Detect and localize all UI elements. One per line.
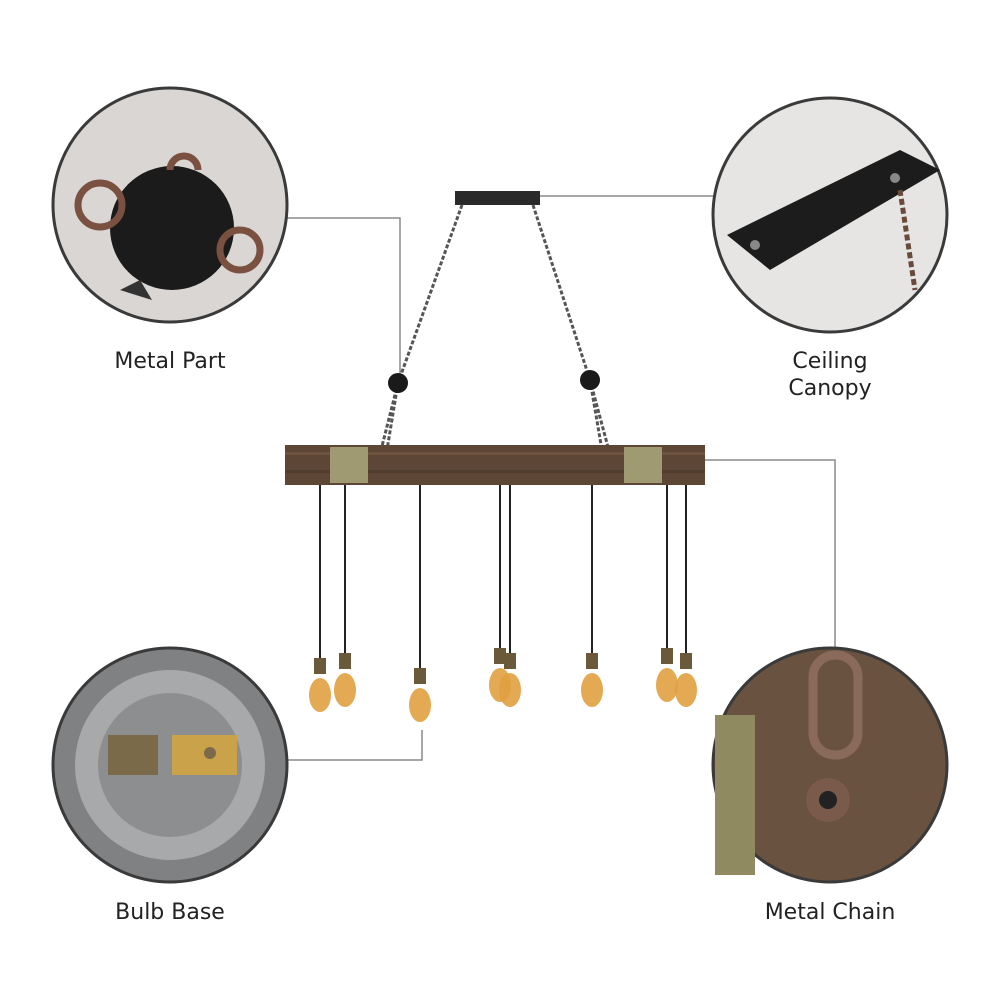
bulb xyxy=(309,678,331,712)
bulb-socket xyxy=(414,668,426,684)
bulb-socket xyxy=(504,653,516,669)
callout-circle-bulb-base xyxy=(51,646,289,884)
pendant-bulbs xyxy=(309,485,697,722)
leader-lines xyxy=(285,195,836,761)
bulb xyxy=(656,668,678,702)
bulb xyxy=(581,673,603,707)
bulb-socket xyxy=(339,653,351,669)
bulb-socket xyxy=(680,653,692,669)
label-ceiling-canopy-line1: Ceiling xyxy=(792,349,868,374)
metal-bracket xyxy=(330,447,368,483)
metal-bracket xyxy=(624,447,662,483)
callout-circle-metal-part xyxy=(51,86,289,324)
bulb xyxy=(334,673,356,707)
label-ceiling-canopy-line2: Canopy xyxy=(788,376,872,401)
metal-ball xyxy=(388,373,408,393)
callout-circle-ceiling-canopy xyxy=(711,96,949,334)
bulb xyxy=(499,673,521,707)
label-metal-chain: Metal Chain xyxy=(764,900,896,925)
callout-circle-metal-chain xyxy=(711,646,949,884)
chains xyxy=(376,204,614,463)
bulb xyxy=(675,673,697,707)
ceiling-canopy-part xyxy=(455,191,540,205)
bulb xyxy=(409,688,431,722)
bulb-socket xyxy=(661,648,673,664)
label-ceiling-canopy: Ceiling Canopy xyxy=(755,348,905,402)
bulb-socket xyxy=(494,648,506,664)
bulb-socket xyxy=(586,653,598,669)
label-metal-part: Metal Part xyxy=(114,349,226,374)
metal-ball xyxy=(580,370,600,390)
bulb-socket xyxy=(314,658,326,674)
label-bulb-base: Bulb Base xyxy=(115,900,225,925)
